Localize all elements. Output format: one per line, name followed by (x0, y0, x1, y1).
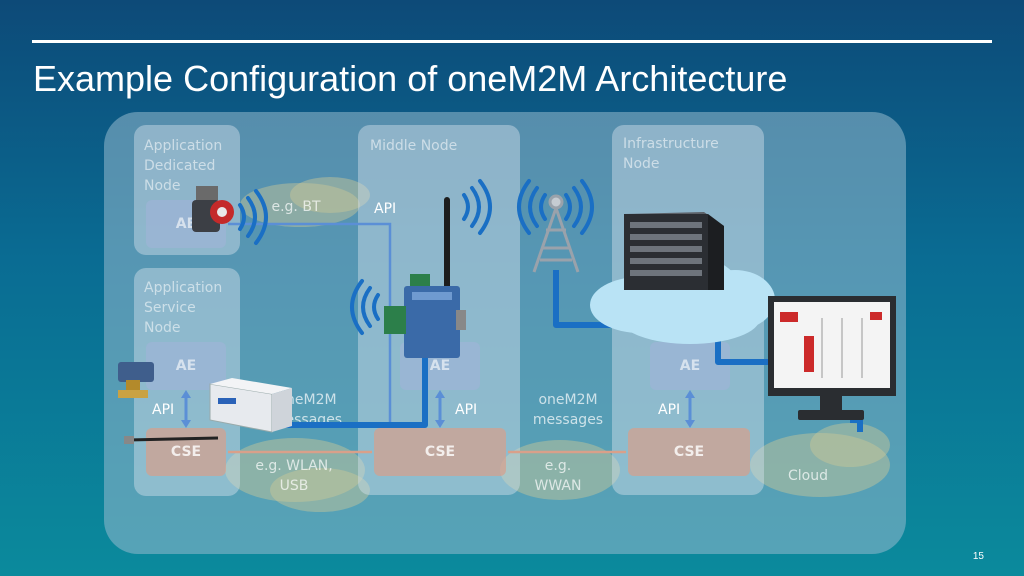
wired-link-sensor-gateway (262, 352, 428, 428)
pump-device-icon (192, 186, 234, 232)
api-label-mn: API (455, 402, 478, 418)
signal-icon-antenna-left (350, 279, 380, 335)
node-label-mn: Middle Node (370, 138, 458, 154)
wired-link-monitor-cloud (850, 417, 863, 432)
signal-icon-pump (238, 189, 268, 245)
mca-line-adn-mn (228, 222, 392, 428)
valve-actuator-icon (118, 362, 154, 398)
cse-box-asn: CSE (146, 428, 226, 476)
link-label-wlan: e.g. WLAN, USB (255, 458, 333, 494)
gateway-device-icon (384, 197, 466, 358)
node-label-in: Infrastructure Node (623, 136, 719, 172)
cloud-bt (240, 183, 360, 227)
slide-title: Example Configuration of oneM2M Architec… (33, 58, 788, 99)
cloud-cloud (750, 433, 890, 497)
link-label-onem2m-right: oneM2M messages (532, 392, 604, 428)
ae-box-asn: AE (146, 342, 226, 390)
title-rule (32, 40, 992, 43)
page-number: 15 (972, 551, 984, 562)
node-label-asn: Application Service Node (144, 280, 223, 336)
signal-icon-tower-right (564, 179, 594, 235)
api-label-in: API (658, 402, 681, 418)
api-label-asn: API (152, 402, 175, 418)
link-label-bt: e.g. BT (271, 199, 321, 215)
cse-box-in: CSE (628, 428, 750, 476)
node-label-adn: Application Dedicated Node (144, 138, 223, 194)
temperature-probe-icon (124, 436, 219, 444)
server-rack-icon (624, 212, 724, 290)
wired-link-tower-server (553, 270, 612, 328)
cloud-wlan (225, 438, 365, 502)
signal-icon-tower-left (517, 179, 547, 235)
link-label-cloud: Cloud (788, 468, 828, 484)
io-module-icon (209, 378, 292, 433)
link-label-wwan: e.g. WWAN (534, 458, 582, 494)
radio-tower-icon (532, 194, 580, 273)
api-label-mn-top: API (374, 201, 397, 217)
signal-icon-antenna-right (462, 179, 492, 235)
cloud-wwan (500, 440, 620, 500)
cse-box-mn: CSE (374, 428, 506, 476)
monitor-display-icon (768, 296, 896, 420)
